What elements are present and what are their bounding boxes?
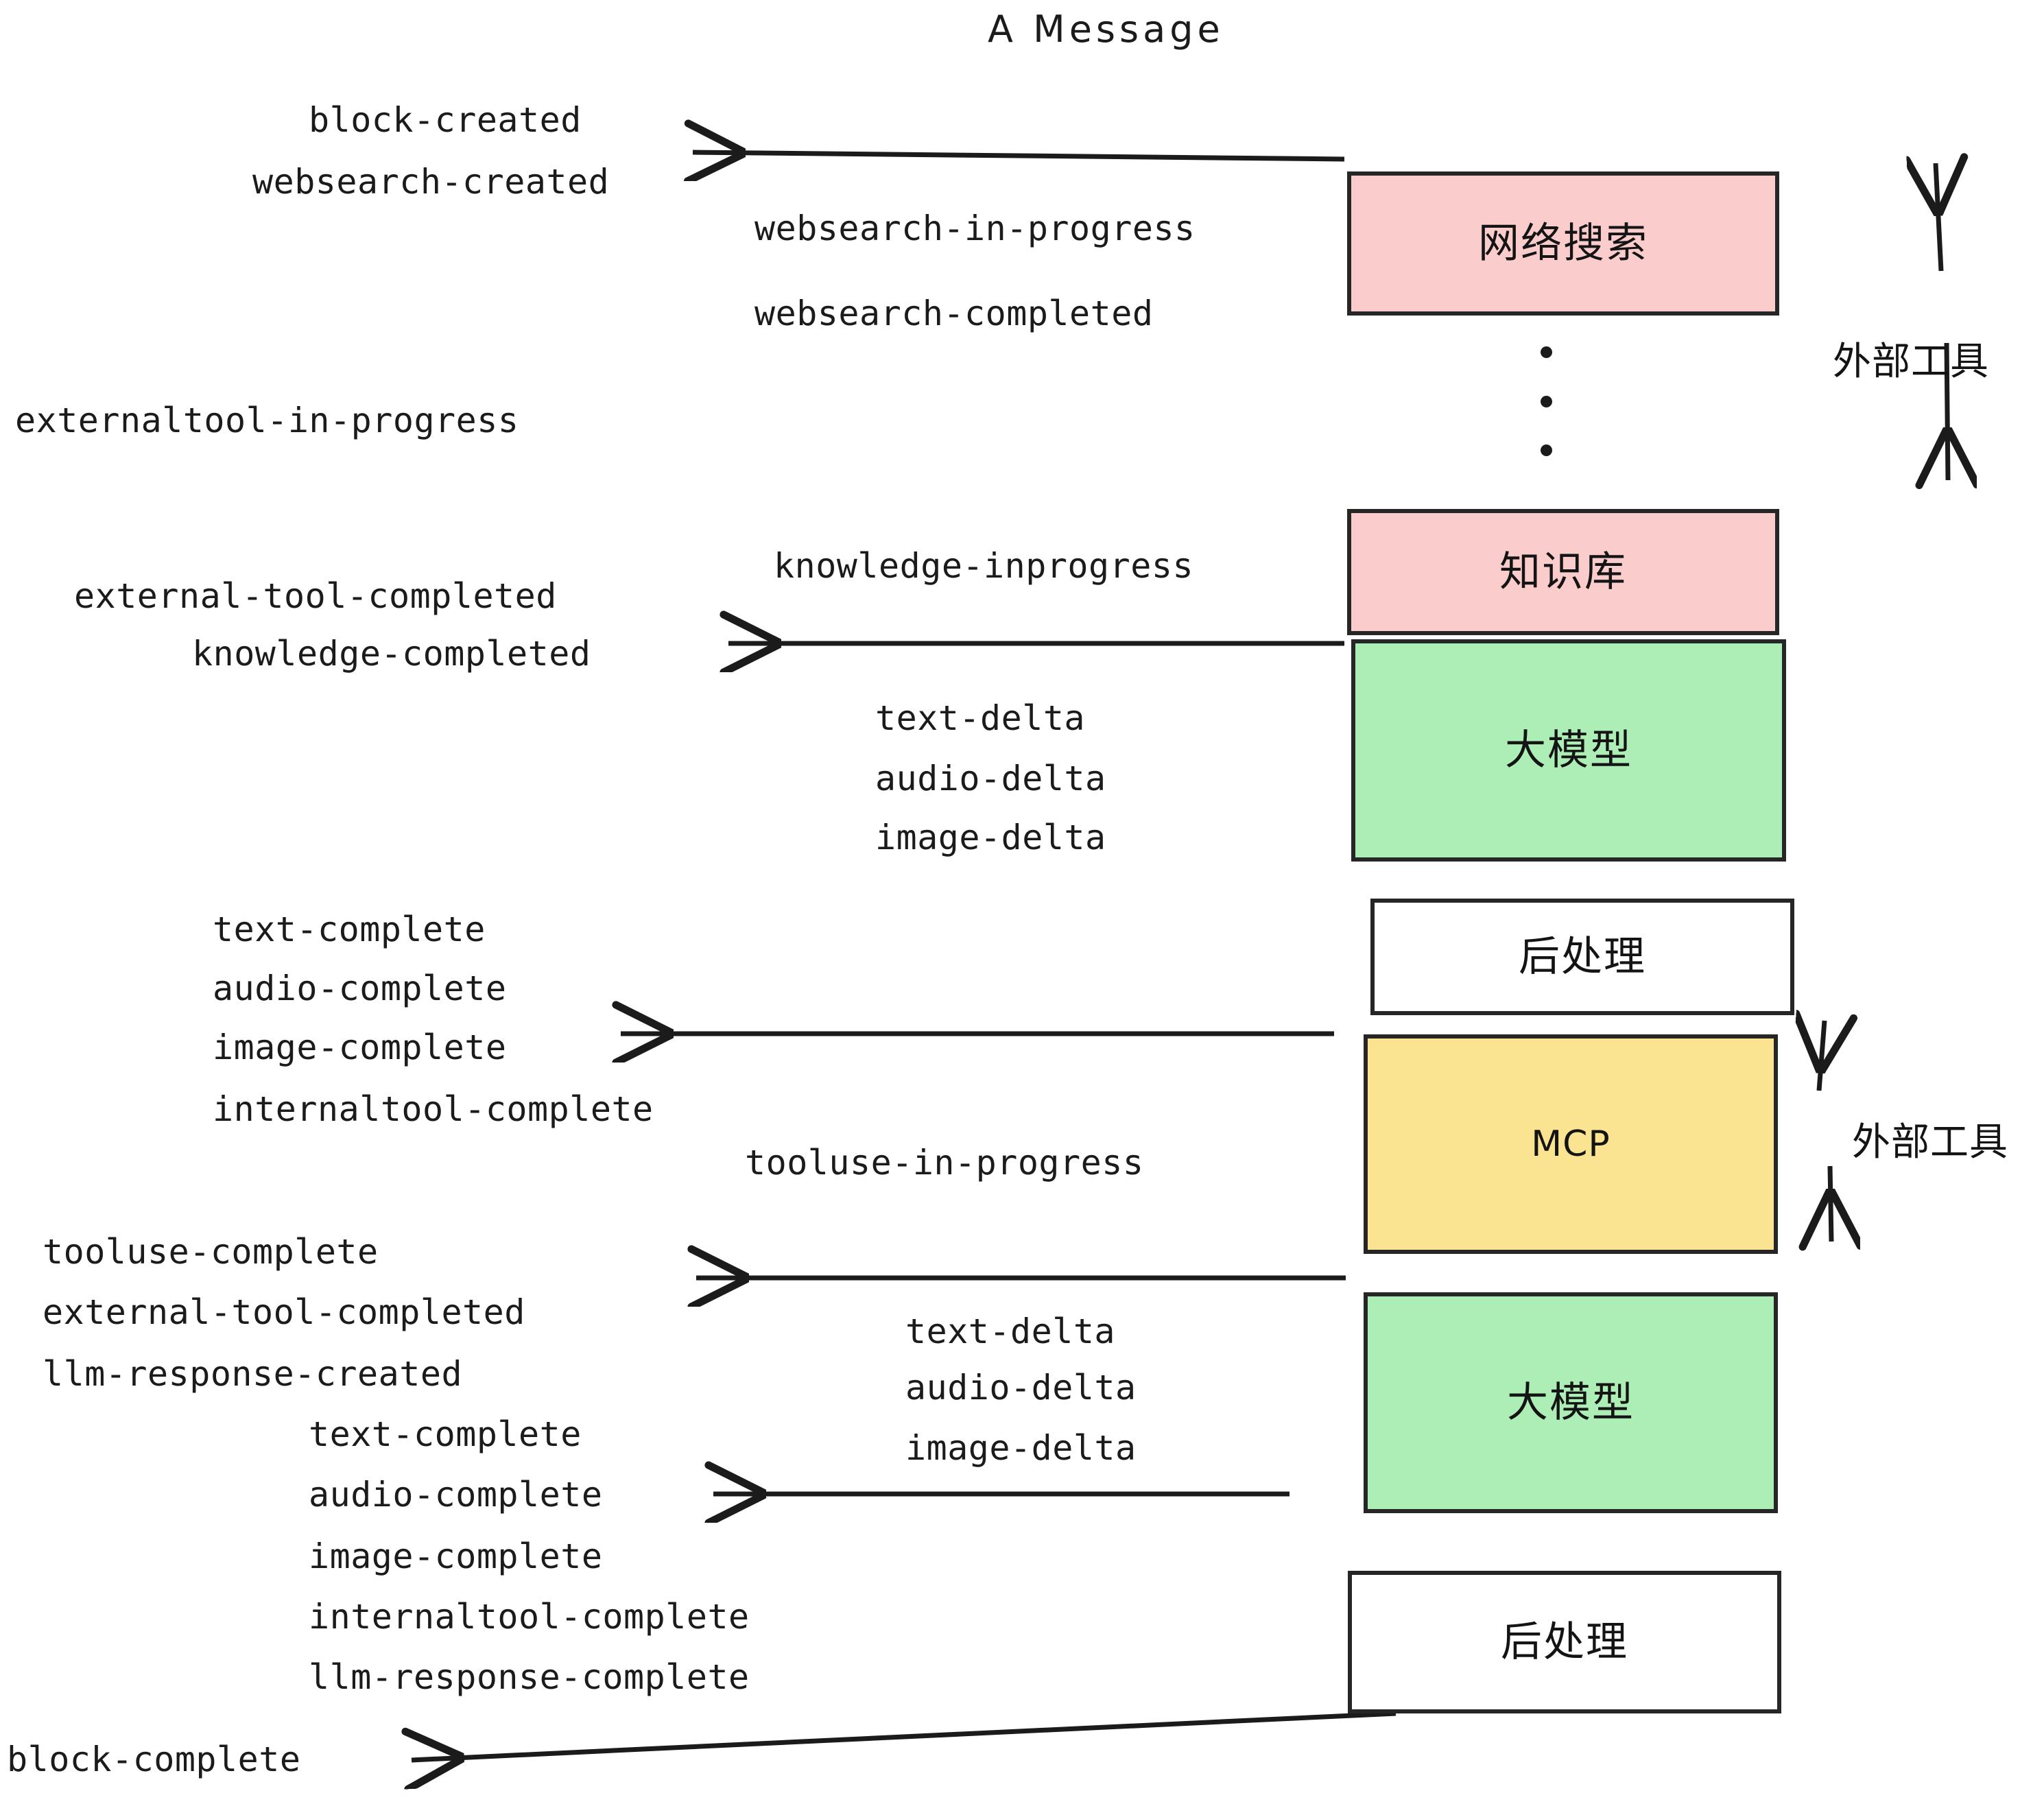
event-label-llm-response-complete: llm-response-complete — [309, 1657, 750, 1697]
event-label-text-delta-2: text-delta — [905, 1312, 1116, 1351]
event-label-internaltool-complete-1: internaltool-complete — [213, 1089, 654, 1129]
side-label-external-tool-top: 外部工具 — [1833, 340, 1989, 384]
page-title: A Message — [988, 8, 1224, 51]
event-label-knowledge-completed: knowledge-completed — [192, 634, 591, 674]
event-label-image-complete-2: image-complete — [309, 1536, 603, 1576]
event-label-audio-complete-1: audio-complete — [213, 969, 507, 1008]
arrow-websearch-to-block-created — [693, 152, 1345, 159]
node-box-mcp[interactable]: MCP — [1364, 1034, 1778, 1254]
event-label-image-delta-2: image-delta — [905, 1428, 1137, 1468]
event-label-knowledge-inprogress: knowledge-inprogress — [774, 546, 1194, 586]
node-box-llm-bottom[interactable]: 大模型 — [1364, 1292, 1778, 1513]
event-label-image-complete-1: image-complete — [213, 1028, 507, 1067]
event-label-websearch-created: websearch-created — [252, 162, 610, 202]
event-label-externaltool-in-progress: externaltool-in-progress — [15, 401, 519, 440]
arrow-external-tool-top-up — [1936, 163, 1941, 272]
event-label-external-tool-completed-2: external-tool-completed — [43, 1292, 525, 1332]
side-label-external-tool-bottom: 外部工具 — [1852, 1120, 2008, 1165]
event-label-audio-delta-1: audio-delta — [875, 759, 1106, 798]
dot-3 — [1540, 444, 1552, 456]
event-label-text-delta-1: text-delta — [875, 698, 1086, 738]
event-label-audio-delta-2: audio-delta — [905, 1368, 1137, 1408]
event-label-external-tool-completed-1: external-tool-completed — [74, 576, 557, 616]
arrow-external-tool-bottom-up — [1819, 1021, 1825, 1091]
node-label-knowledge: 知识库 — [1499, 548, 1627, 596]
event-label-block-created: block-created — [309, 100, 582, 140]
event-label-websearch-in-progress: websearch-in-progress — [754, 209, 1196, 248]
node-box-postprocess-top[interactable]: 后处理 — [1370, 899, 1794, 1015]
node-box-llm-top[interactable]: 大模型 — [1351, 639, 1786, 862]
ellipsis-dots — [1539, 346, 1553, 456]
arrow-postprocess-to-block-complete — [412, 1711, 1397, 1760]
event-label-text-complete-2: text-complete — [309, 1414, 582, 1454]
node-box-postprocess-bottom[interactable]: 后处理 — [1348, 1571, 1781, 1713]
node-label-postprocess-top: 后处理 — [1519, 933, 1646, 981]
event-label-block-complete: block-complete — [7, 1740, 301, 1779]
event-label-websearch-completed: websearch-completed — [754, 294, 1154, 333]
event-label-internaltool-complete-2: internaltool-complete — [309, 1597, 750, 1637]
event-label-image-delta-1: image-delta — [875, 818, 1106, 857]
event-label-tooluse-in-progress: tooluse-in-progress — [745, 1143, 1144, 1183]
node-label-postprocess-bottom: 后处理 — [1501, 1618, 1628, 1666]
node-label-mcp: MCP — [1531, 1124, 1611, 1165]
event-label-llm-response-created: llm-response-created — [43, 1354, 463, 1394]
event-label-audio-complete-2: audio-complete — [309, 1475, 603, 1515]
event-label-text-complete-1: text-complete — [213, 910, 486, 949]
event-label-tooluse-complete: tooluse-complete — [43, 1232, 379, 1272]
node-box-websearch[interactable]: 网络搜索 — [1347, 171, 1779, 316]
node-label-websearch: 网络搜索 — [1478, 219, 1648, 268]
node-box-knowledge[interactable]: 知识库 — [1347, 509, 1779, 635]
dot-1 — [1540, 346, 1552, 358]
dot-2 — [1540, 395, 1552, 407]
node-label-llm-bottom: 大模型 — [1507, 1379, 1635, 1427]
arrow-external-tool-bottom-down — [1830, 1165, 1831, 1242]
node-label-llm-top: 大模型 — [1505, 726, 1632, 774]
